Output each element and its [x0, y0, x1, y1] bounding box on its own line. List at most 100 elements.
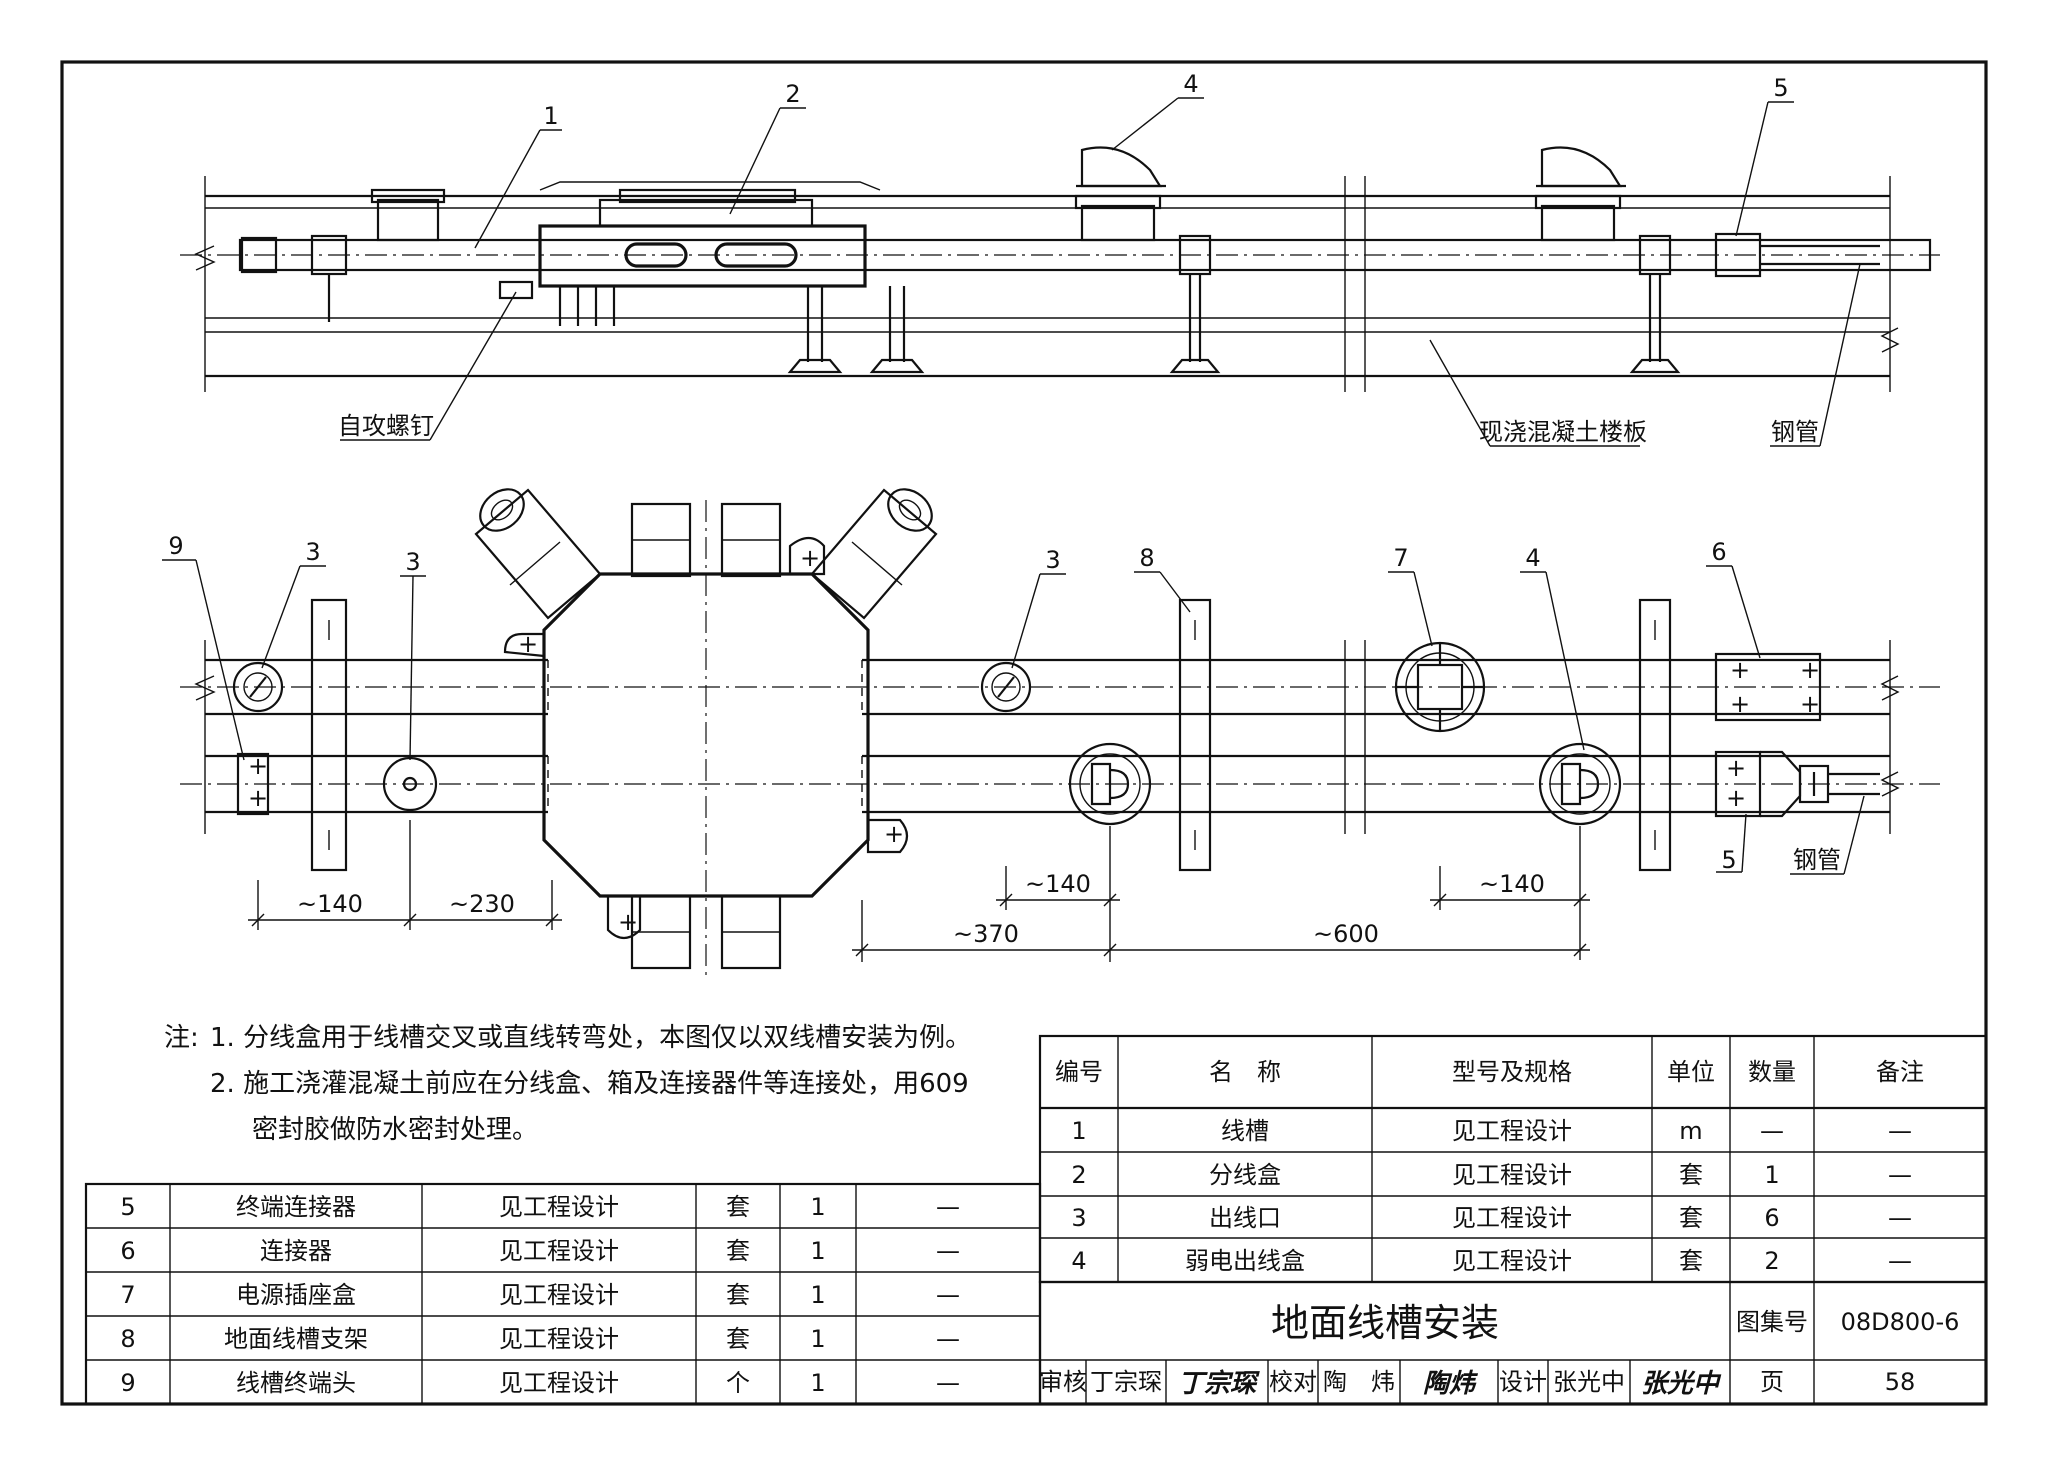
label-steel-pipe-elevation: 钢管	[1771, 418, 1819, 446]
page-number: 58	[1885, 1368, 1916, 1396]
note-1: 1. 分线盒用于线槽交叉或直线转弯处，本图仅以双线槽安装为例。	[210, 1023, 971, 1053]
table-row: 3 出线口 见工程设计 套 6 —	[1071, 1204, 1912, 1232]
svg-text:3: 3	[1071, 1204, 1086, 1232]
svg-text:1: 1	[810, 1281, 825, 1309]
svg-text:1: 1	[1071, 1117, 1086, 1145]
svg-text:2: 2	[1764, 1247, 1779, 1275]
svg-text:—: —	[936, 1325, 960, 1353]
th-spec: 型号及规格	[1452, 1058, 1572, 1086]
svg-text:—: —	[1888, 1204, 1912, 1232]
reviewer-name: 丁宗琛	[1090, 1368, 1162, 1396]
svg-text:套: 套	[1679, 1204, 1703, 1232]
checker-signature: 陶炜	[1423, 1369, 1479, 1399]
svg-text:见工程设计: 见工程设计	[1452, 1161, 1572, 1189]
junction-box-plan	[542, 572, 870, 898]
note-2-line-2: 密封胶做防水密封处理。	[252, 1115, 538, 1145]
table-row: 8 地面线槽支架 见工程设计 套 1 —	[120, 1325, 960, 1353]
svg-text:见工程设计: 见工程设计	[1452, 1117, 1572, 1145]
svg-text:见工程设计: 见工程设计	[499, 1325, 619, 1353]
th-name: 名 称	[1209, 1058, 1281, 1086]
atlas-label: 图集号	[1736, 1308, 1808, 1336]
dim-370: ~370	[953, 920, 1019, 948]
svg-text:—: —	[1760, 1117, 1784, 1145]
svg-text:见工程设计: 见工程设计	[499, 1369, 619, 1397]
table-row: 9 线槽终端头 见工程设计 个 1 —	[120, 1369, 960, 1397]
svg-text:2: 2	[1071, 1161, 1086, 1189]
table-row: 5 终端连接器 见工程设计 套 1 —	[120, 1193, 960, 1221]
callout-4-elevation: 4	[1183, 70, 1198, 98]
svg-text:+: +	[1800, 690, 1820, 718]
notes: 注: 1. 分线盒用于线槽交叉或直线转弯处，本图仅以双线槽安装为例。 2. 施工…	[164, 1023, 971, 1145]
svg-text:5: 5	[120, 1193, 135, 1221]
title-block: 地面线槽安装 图集号 08D800-6 审核 丁宗琛 丁宗琛 校对 陶 炜 陶炜…	[1038, 1280, 1988, 1406]
dimensions: ~140 ~230 ~140 ~140 ~370 ~600	[248, 820, 1590, 962]
svg-text:见工程设计: 见工程设计	[499, 1193, 619, 1221]
plan-callouts: 9 3 3 3 8 7 4 6 5 钢管	[162, 532, 1865, 875]
svg-text:9: 9	[120, 1369, 135, 1397]
dim-600: ~600	[1313, 920, 1379, 948]
svg-text:4: 4	[1071, 1247, 1086, 1275]
review-label: 审核	[1039, 1368, 1087, 1396]
svg-text:8: 8	[120, 1325, 135, 1353]
elevation-callouts: 1 2 4 5 自攻螺钉 现浇混凝土楼板 钢管	[338, 70, 1861, 447]
svg-text:见工程设计: 见工程设计	[499, 1281, 619, 1309]
label-steel-pipe-plan: 钢管	[1793, 846, 1841, 874]
check-label: 校对	[1269, 1368, 1317, 1396]
callout-9: 9	[168, 532, 183, 560]
dim-140-left: ~140	[297, 890, 363, 918]
svg-text:套: 套	[726, 1237, 750, 1265]
svg-text:套: 套	[1679, 1247, 1703, 1275]
callout-1: 1	[543, 102, 558, 130]
svg-text:6: 6	[120, 1237, 135, 1265]
svg-text:6: 6	[1764, 1204, 1779, 1232]
svg-text:—: —	[1888, 1161, 1912, 1189]
notes-prefix: 注:	[164, 1023, 199, 1053]
table-row: 6 连接器 见工程设计 套 1 —	[120, 1237, 960, 1265]
svg-text:+: +	[1726, 784, 1746, 812]
svg-text:套: 套	[726, 1281, 750, 1309]
label-self-tapping-screw: 自攻螺钉	[338, 412, 434, 440]
callout-2: 2	[785, 80, 800, 108]
svg-text:见工程设计: 见工程设计	[1452, 1204, 1572, 1232]
svg-text:分线盒: 分线盒	[1209, 1161, 1281, 1189]
note-2-line-1: 2. 施工浇灌混凝土前应在分线盒、箱及连接器件等连接处，用609	[210, 1069, 969, 1099]
atlas-number: 08D800-6	[1841, 1308, 1960, 1336]
svg-text:1: 1	[810, 1193, 825, 1221]
svg-text:地面线槽支架: 地面线槽支架	[224, 1325, 368, 1353]
svg-text:+: +	[248, 752, 268, 780]
checker-name: 陶 炜	[1323, 1368, 1395, 1396]
table-row: 4 弱电出线盒 见工程设计 套 2 —	[1071, 1247, 1912, 1275]
svg-text:+: +	[1800, 656, 1820, 684]
svg-text:—: —	[1888, 1117, 1912, 1145]
svg-text:+: +	[800, 544, 820, 572]
callout-7: 7	[1393, 544, 1408, 572]
dim-230: ~230	[449, 890, 515, 918]
parts-table-left: 5 终端连接器 见工程设计 套 1 — 6 连接器 见工程设计 套 1 — 7 …	[84, 1182, 1042, 1406]
designer-name: 张光中	[1553, 1368, 1625, 1396]
svg-text:套: 套	[726, 1325, 750, 1353]
svg-text:见工程设计: 见工程设计	[499, 1237, 619, 1265]
table-row: 2 分线盒 见工程设计 套 1 —	[1071, 1161, 1912, 1189]
callout-3-right: 3	[1045, 546, 1060, 574]
svg-text:1: 1	[1764, 1161, 1779, 1189]
callout-5-elevation: 5	[1773, 74, 1788, 102]
svg-text:+: +	[1730, 690, 1750, 718]
svg-text:线槽终端头: 线槽终端头	[236, 1369, 356, 1397]
callout-6: 6	[1711, 538, 1726, 566]
callout-3-left-upper: 3	[305, 538, 320, 566]
svg-text:7: 7	[120, 1281, 135, 1309]
callout-5-plan: 5	[1721, 846, 1736, 874]
svg-text:—: —	[1888, 1247, 1912, 1275]
th-qty: 数量	[1748, 1058, 1796, 1086]
table-row: 1 线槽 见工程设计 m — —	[1071, 1117, 1912, 1145]
svg-text:+: +	[884, 820, 904, 848]
callout-3-left-lower: 3	[405, 548, 420, 576]
svg-text:个: 个	[726, 1369, 750, 1397]
dim-140-mid: ~140	[1025, 870, 1091, 898]
svg-text:弱电出线盒: 弱电出线盒	[1185, 1247, 1305, 1275]
svg-text:+: +	[248, 784, 268, 812]
page-label: 页	[1760, 1368, 1784, 1396]
svg-text:线槽: 线槽	[1221, 1117, 1269, 1145]
design-label: 设计	[1499, 1368, 1547, 1396]
